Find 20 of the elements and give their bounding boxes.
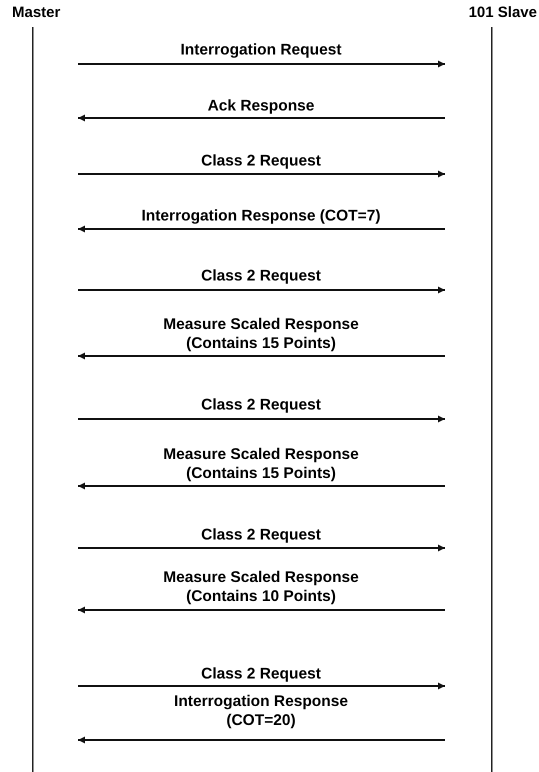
message-arrow xyxy=(78,226,445,232)
message-arrow xyxy=(78,416,445,422)
message-label: Interrogation Response (COT=7) xyxy=(142,206,380,226)
message-arrow xyxy=(78,682,445,690)
message-arrow xyxy=(78,606,445,614)
message-arrow xyxy=(78,286,445,294)
message-arrow xyxy=(78,544,445,552)
message-label: Class 2 Request xyxy=(201,664,321,684)
message-arrow xyxy=(78,170,445,178)
message-arrow xyxy=(78,736,445,744)
message-label: Class 2 Request xyxy=(201,526,321,544)
message-arrow xyxy=(78,114,445,122)
message-label: Class 2 Request xyxy=(201,152,321,170)
message-label: Ack Response xyxy=(208,96,314,116)
message-arrow xyxy=(78,352,445,360)
message-label: Class 2 Request xyxy=(201,396,321,414)
message-label: Class 2 Request xyxy=(201,266,321,286)
message-arrow xyxy=(78,482,445,490)
message-label: Interrogation Request xyxy=(180,40,342,60)
message-arrow xyxy=(78,60,445,68)
